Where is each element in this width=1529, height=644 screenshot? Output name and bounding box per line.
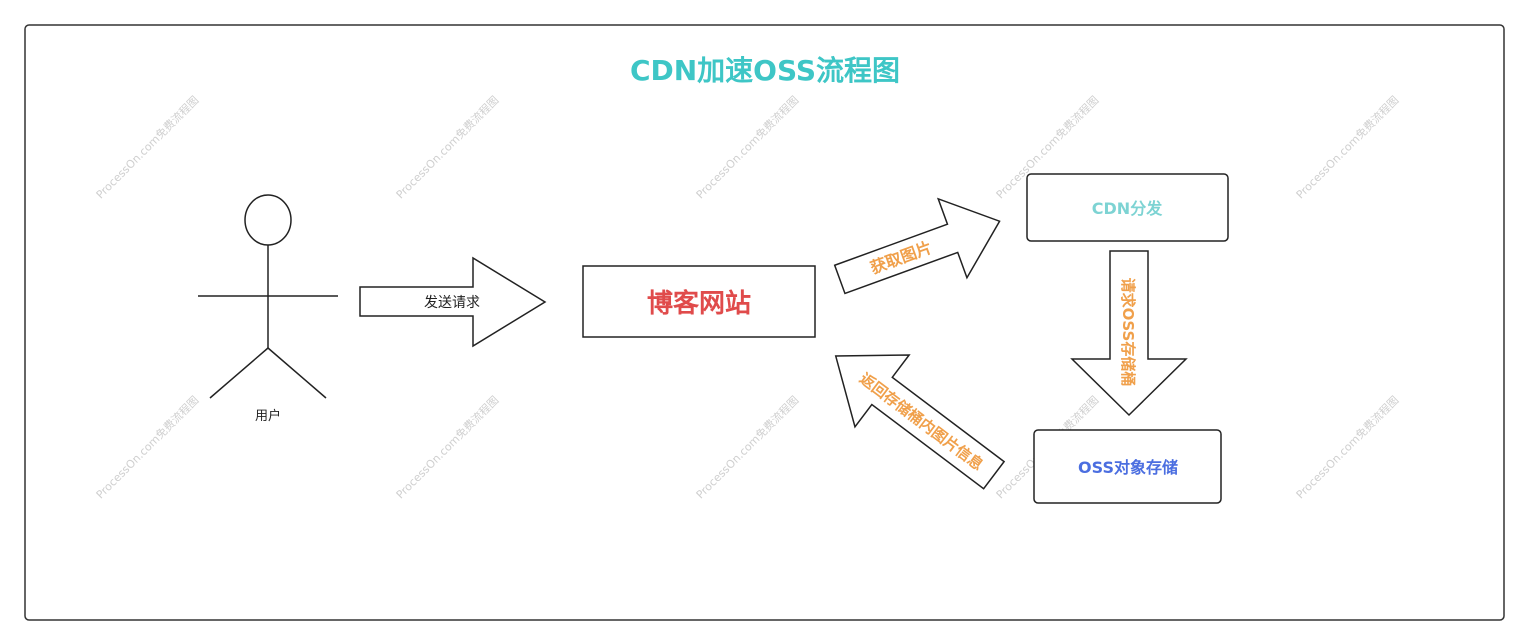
- request-oss-arrow[interactable]: [1070, 250, 1188, 417]
- user-actor[interactable]: [198, 194, 338, 399]
- blog-node[interactable]: [582, 265, 816, 338]
- cdn-node[interactable]: [1026, 173, 1229, 242]
- oss-node[interactable]: [1033, 429, 1222, 504]
- return-info-arrow[interactable]: [809, 320, 1021, 511]
- actor-right-leg: [267, 347, 327, 399]
- diagram-title: CDN加速OSS流程图: [630, 54, 900, 87]
- blog-node-label: 博客网站: [647, 288, 751, 319]
- send-request-arrow[interactable]: [359, 256, 547, 348]
- cdn-node-label: CDN分发: [1092, 199, 1163, 218]
- send-request-label: 发送请求: [424, 295, 480, 311]
- get-image-arrow[interactable]: [825, 182, 1013, 319]
- actor-label: 用户: [255, 408, 281, 424]
- actor-left-leg: [209, 347, 269, 399]
- request-oss-label: 请求OSS存储桶: [1119, 278, 1137, 387]
- oss-node-label: OSS对象存储: [1078, 458, 1178, 477]
